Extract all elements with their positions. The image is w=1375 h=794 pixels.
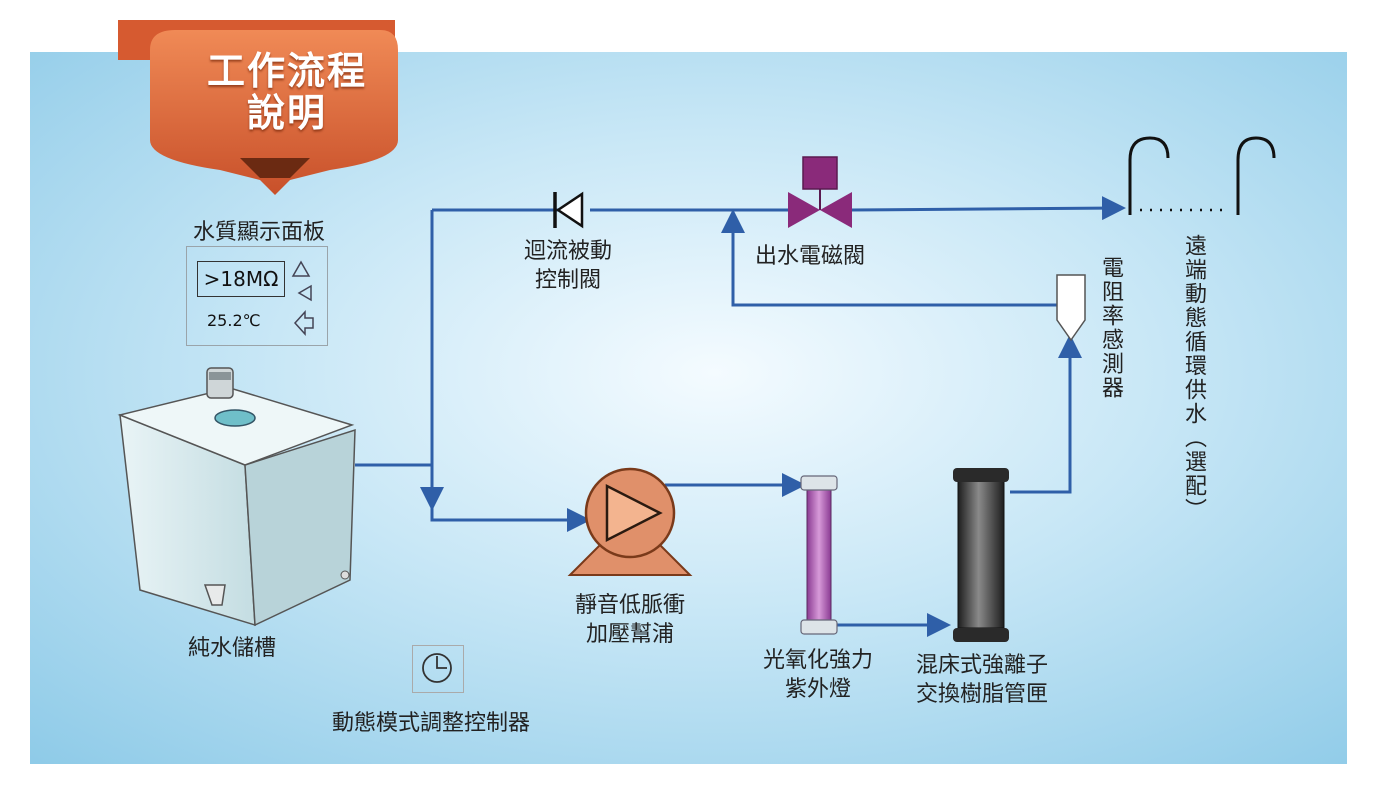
badge-line-1: 工作流程 <box>206 49 367 93</box>
badge-line-2: 說明 <box>246 91 327 135</box>
triangle-left-icon[interactable] <box>297 284 312 302</box>
pipe-network <box>355 196 1126 637</box>
uv-lamp-icon <box>800 475 838 635</box>
check-valve-label: 迴流被動 控制閥 <box>524 238 612 295</box>
temperature-reading: 25.2℃ <box>207 311 261 330</box>
workflow-badge-title: 工作流程 說明 <box>192 50 382 134</box>
resin-cartridge-label: 混床式強離子 交換樹脂管匣 <box>916 652 1048 709</box>
check-valve-icon <box>553 191 584 229</box>
uv-lamp-label-line-1: 光氧化強力 <box>762 648 874 673</box>
check-valve-label-line-2: 控制閥 <box>534 267 602 293</box>
resin-label-line-2: 交換樹脂管匣 <box>915 681 1049 707</box>
uv-lamp-label: 光氧化強力 紫外燈 <box>763 647 873 704</box>
resin-cartridge-icon <box>953 468 1009 642</box>
clock-icon <box>422 653 452 683</box>
uv-lamp-label-line-2: 紫外燈 <box>784 676 852 702</box>
panel-icons <box>291 260 314 336</box>
water-quality-panel: >18MΩ 25.2℃ <box>186 246 328 346</box>
resin-label-line-1: 混床式強離子 <box>915 653 1049 678</box>
workflow-badge <box>118 20 398 195</box>
water-tank-icon <box>117 367 356 627</box>
resistivity-sensor-label: 電阻率感測器 <box>1098 256 1123 400</box>
controller-label: 動態模式調整控制器 <box>332 711 531 736</box>
return-arrow-icon[interactable] <box>293 310 314 336</box>
resistivity-reading: >18MΩ <box>197 261 285 297</box>
tank-label: 純水儲槽 <box>188 636 277 661</box>
remote-supply-label: 遠端動態循環供水（選配） <box>1181 234 1206 522</box>
pump-label-line-1: 靜音低脈衝 <box>574 593 686 618</box>
solenoid-valve-label: 出水電磁閥 <box>755 244 866 269</box>
controller-box <box>412 645 464 693</box>
check-valve-label-line-1: 迴流被動 <box>523 239 613 264</box>
pump-label-line-2: 加壓幫浦 <box>585 621 675 647</box>
solenoid-valve-icon <box>788 156 852 228</box>
resistivity-sensor-icon <box>1056 274 1086 342</box>
booster-pump-icon <box>567 467 693 576</box>
panel-title: 水質顯示面板 <box>193 220 326 245</box>
triangle-up-icon[interactable] <box>291 260 311 277</box>
remote-tap-icons <box>1128 136 1276 215</box>
pump-label: 靜音低脈衝 加壓幫浦 <box>575 592 685 649</box>
